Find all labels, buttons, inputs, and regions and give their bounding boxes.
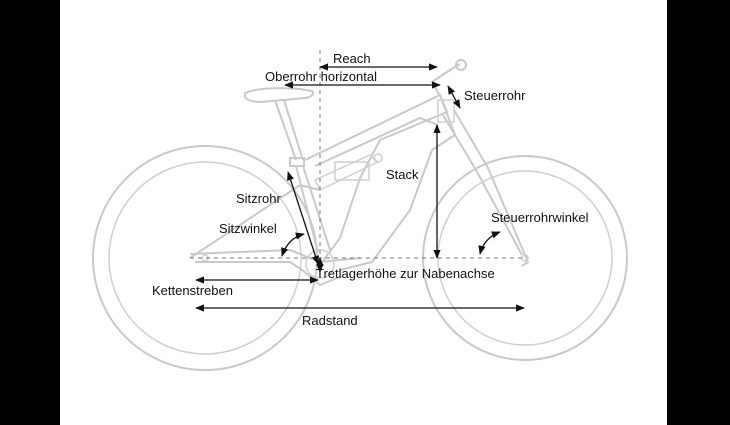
label-stack: Stack — [386, 167, 419, 182]
dimension-head-angle — [478, 231, 501, 255]
dimension-seat-tube — [287, 171, 319, 265]
label-tretlagerhoehe: Tretlagerhöhe zur Nabenachse — [316, 266, 495, 281]
fork-and-handlebar — [430, 59, 530, 267]
label-steuerrohr: Steuerrohr — [464, 88, 526, 103]
label-sitzwinkel: Sitzwinkel — [219, 221, 277, 236]
dimension-head-tube — [447, 85, 461, 109]
label-reach: Reach — [333, 51, 371, 66]
front-wheel — [422, 155, 628, 361]
geometry-diagram: Reach Oberrohr horizontal Steuerrohr Sta… — [60, 0, 667, 425]
rear-wheel — [92, 145, 318, 371]
dimension-seat-angle — [281, 232, 305, 257]
label-oberrohr-horizontal: Oberrohr horizontal — [265, 69, 377, 84]
bike-geometry-svg: Reach Oberrohr horizontal Steuerrohr Sta… — [92, 50, 628, 371]
bike-frame — [189, 93, 457, 287]
label-kettenstreben: Kettenstreben — [152, 283, 233, 298]
label-steuerrohrwinkel: Steuerrohrwinkel — [491, 210, 589, 225]
label-radstand: Radstand — [302, 313, 358, 328]
saddle — [244, 87, 315, 167]
label-sitzrohr: Sitzrohr — [236, 191, 281, 206]
